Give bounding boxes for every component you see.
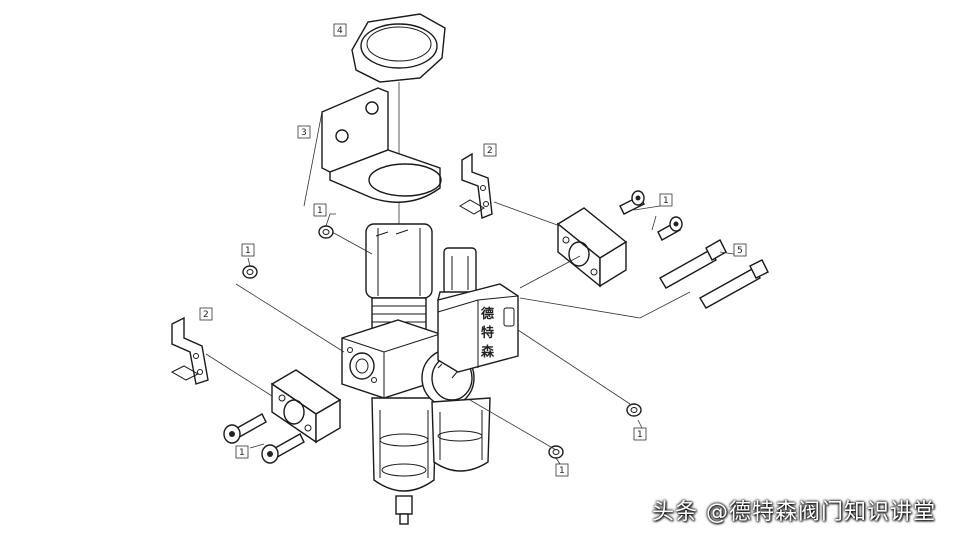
callout-1-top: 1 — [313, 203, 327, 217]
cap-screw-2 — [657, 216, 683, 241]
svg-text:1: 1 — [245, 246, 251, 256]
clip-bracket-upper — [459, 152, 493, 219]
cap-screw-4 — [261, 433, 305, 464]
cap-screw-1 — [619, 190, 645, 215]
leader-lines — [205, 111, 735, 465]
svg-text:2: 2 — [203, 310, 209, 320]
callout-3: 3 — [297, 125, 311, 139]
o-ring-a — [318, 225, 334, 239]
clip-bracket-lower — [170, 316, 209, 385]
lock-nut — [351, 13, 446, 83]
o-ring-b — [242, 265, 258, 279]
o-ring-d — [548, 445, 564, 459]
svg-text:1: 1 — [317, 206, 323, 216]
svg-text:5: 5 — [737, 246, 743, 256]
svg-text:3: 3 — [301, 128, 307, 138]
svg-text:1: 1 — [239, 448, 245, 458]
tie-rod-2 — [699, 259, 769, 309]
adapter-plate-left — [270, 369, 342, 444]
svg-text:1: 1 — [637, 430, 643, 440]
svg-text:4: 4 — [337, 26, 343, 36]
brand-char-1: 德 — [481, 306, 494, 322]
tie-rod-1 — [659, 239, 727, 289]
callout-1-right: 1 — [633, 427, 647, 441]
watermark-text: 头条 @德特森阀门知识讲堂 — [652, 500, 936, 525]
adapter-plate-right — [556, 207, 628, 288]
svg-text:2: 2 — [487, 146, 493, 156]
lubricator-unit — [431, 247, 519, 472]
mounting-bracket — [321, 87, 442, 203]
callout-4: 4 — [333, 23, 347, 37]
callout-1-bottom: 1 — [555, 463, 569, 477]
cap-screw-3 — [223, 413, 267, 444]
callout-2-upper: 2 — [483, 143, 497, 157]
svg-text:1: 1 — [663, 196, 669, 206]
brand-char-2: 特 — [481, 325, 494, 341]
o-ring-c — [626, 403, 642, 417]
svg-text:1: 1 — [559, 466, 565, 476]
callout-1-screws-left: 1 — [235, 445, 249, 459]
callout-1-screws-right: 1 — [659, 193, 673, 207]
callout-2-lower: 2 — [199, 307, 213, 321]
callout-5: 5 — [733, 243, 747, 257]
callout-1-left: 1 — [241, 243, 255, 257]
brand-char-3: 森 — [481, 344, 495, 360]
filter-regulator-unit — [341, 223, 441, 525]
